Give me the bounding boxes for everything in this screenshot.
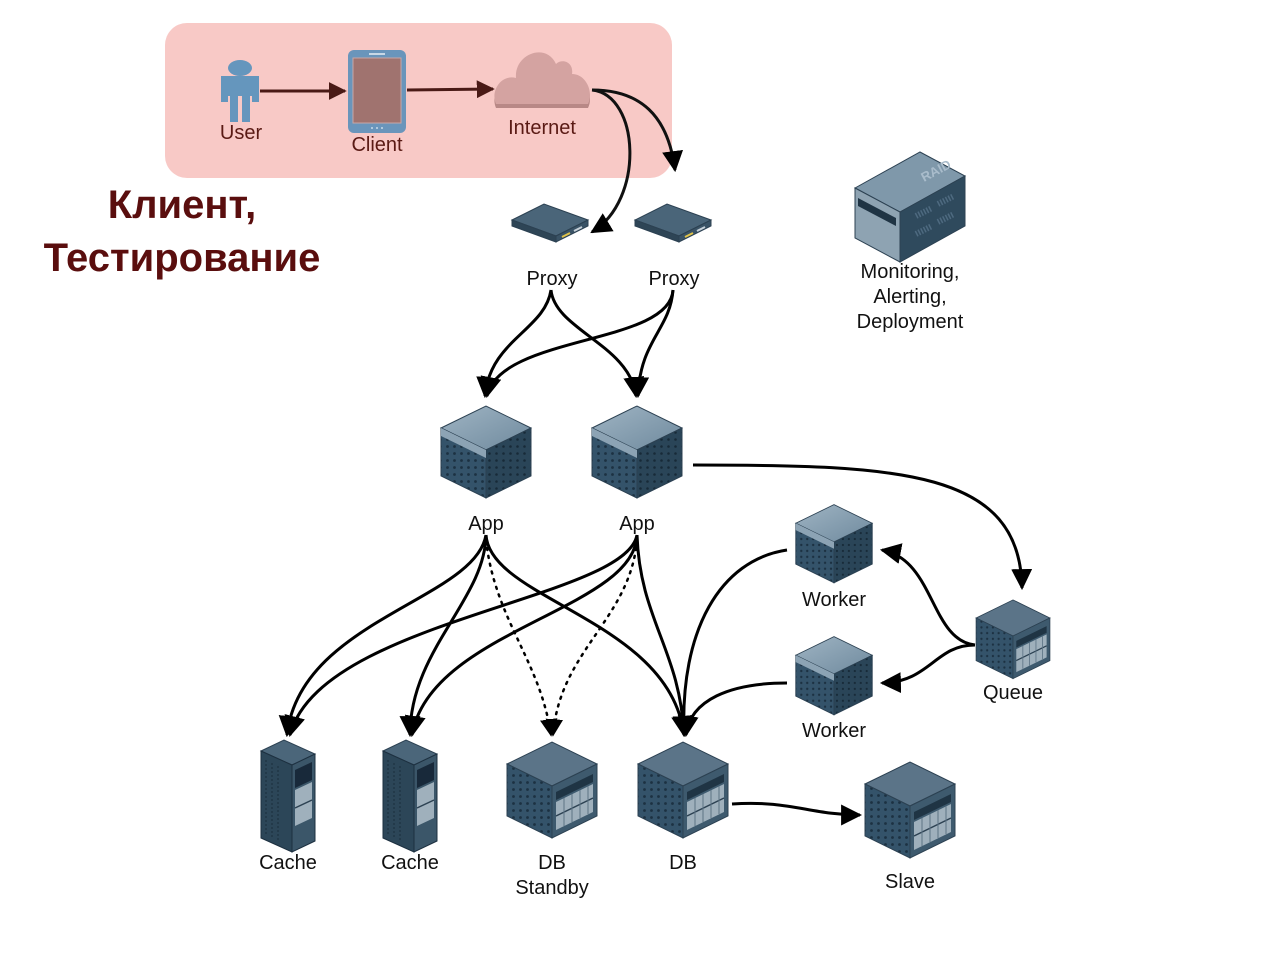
internet-node[interactable]: Internet: [494, 52, 591, 139]
monitoring-label-line2: Alerting,: [873, 286, 946, 308]
app-node-2[interactable]: App: [591, 405, 683, 535]
proxy-label-2: Proxy: [648, 268, 699, 290]
app-label-1: App: [468, 513, 504, 535]
edge-app2-cache1: [284, 534, 639, 738]
edge-db-slave: [731, 801, 863, 826]
network-appliance-icon: [511, 203, 589, 243]
tower-rack-icon: [260, 739, 316, 853]
edge-app1-cache1: [278, 534, 488, 738]
db-standby-label-line2: Standby: [515, 877, 588, 899]
rack-server-icon: [637, 741, 729, 839]
tablet-icon: [348, 50, 406, 133]
rack-server-icon: [506, 741, 598, 839]
edge-app2-db: [635, 534, 694, 738]
rack-server-icon: [864, 761, 956, 859]
app-node-1[interactable]: App: [440, 405, 532, 535]
edge-app1-cache2: [399, 534, 488, 738]
proxy-node-2[interactable]: Proxy: [634, 203, 712, 290]
worker-node-1[interactable]: Worker: [795, 504, 873, 611]
tower-rack-icon: [382, 739, 438, 853]
server-icon: [591, 405, 683, 499]
db-node[interactable]: DB: [637, 741, 729, 874]
monitoring-label-line3: Deployment: [857, 311, 964, 333]
network-appliance-icon: [634, 203, 712, 243]
monitoring-label-line1: Monitoring,: [861, 261, 960, 283]
rack-server-icon: [975, 599, 1051, 680]
worker-node-2[interactable]: Worker: [795, 636, 873, 742]
edge-app2-cache2: [404, 534, 639, 738]
user-icon: [221, 60, 259, 122]
client-zone-background: [165, 23, 672, 178]
edge-worker1-db: [672, 548, 788, 738]
edge-app1-db: [484, 534, 693, 738]
proxy-label-1: Proxy: [526, 268, 577, 290]
cache-node-2[interactable]: Cache: [381, 739, 439, 874]
monitoring-node[interactable]: RAID Monitoring, Alerting, Deployment: [853, 151, 967, 333]
edge-queue-worker2: [879, 643, 976, 694]
client-label: Client: [351, 134, 403, 156]
worker-label-2: Worker: [802, 720, 866, 742]
proxy-app-edges: [476, 289, 675, 399]
edge-queue-worker1: [879, 543, 976, 647]
server-icon: [795, 504, 873, 584]
queue-label: Queue: [983, 682, 1043, 704]
server-icon: [440, 405, 532, 499]
server-icon: [795, 636, 873, 716]
edge-app2-dbstandby: [545, 538, 639, 737]
edge-app1-dbstandby: [484, 538, 558, 737]
cache-node-1[interactable]: Cache: [259, 739, 317, 874]
slave-node[interactable]: Slave: [864, 761, 956, 893]
edge-worker2-db: [677, 681, 788, 738]
section-title-line2: Тестирование: [44, 236, 321, 280]
edge-internet-proxy1: [590, 88, 632, 234]
edge-proxy2-app1: [480, 289, 675, 399]
edge-proxy2-app2: [628, 289, 675, 399]
queue-node[interactable]: Queue: [975, 599, 1051, 704]
db-label: DB: [669, 852, 697, 874]
cache-label-1: Cache: [259, 852, 317, 874]
user-label: User: [220, 122, 263, 144]
client-edges: [260, 80, 684, 234]
app-storage-edges: [278, 534, 694, 738]
proxy-node-1[interactable]: Proxy: [511, 203, 589, 290]
db-standby-node[interactable]: DB Standby: [506, 741, 598, 899]
section-title-line1: Клиент,: [108, 183, 257, 227]
slave-label: Slave: [885, 871, 935, 893]
edge-app2-queue: [692, 463, 1033, 591]
user-node[interactable]: User: [220, 60, 263, 144]
worker-label-1: Worker: [802, 589, 866, 611]
app-label-2: App: [619, 513, 655, 535]
db-standby-label-line1: DB: [538, 852, 566, 874]
cloud-icon: [494, 52, 591, 108]
worker-edges: [672, 543, 976, 738]
internet-label: Internet: [508, 117, 576, 139]
edge-internet-proxy2: [591, 88, 684, 173]
cache-label-2: Cache: [381, 852, 439, 874]
client-node[interactable]: Client: [348, 50, 406, 156]
raid-server-icon: RAID: [853, 151, 967, 263]
edge-client-internet: [406, 80, 495, 99]
edge-proxy1-app2: [549, 289, 645, 399]
